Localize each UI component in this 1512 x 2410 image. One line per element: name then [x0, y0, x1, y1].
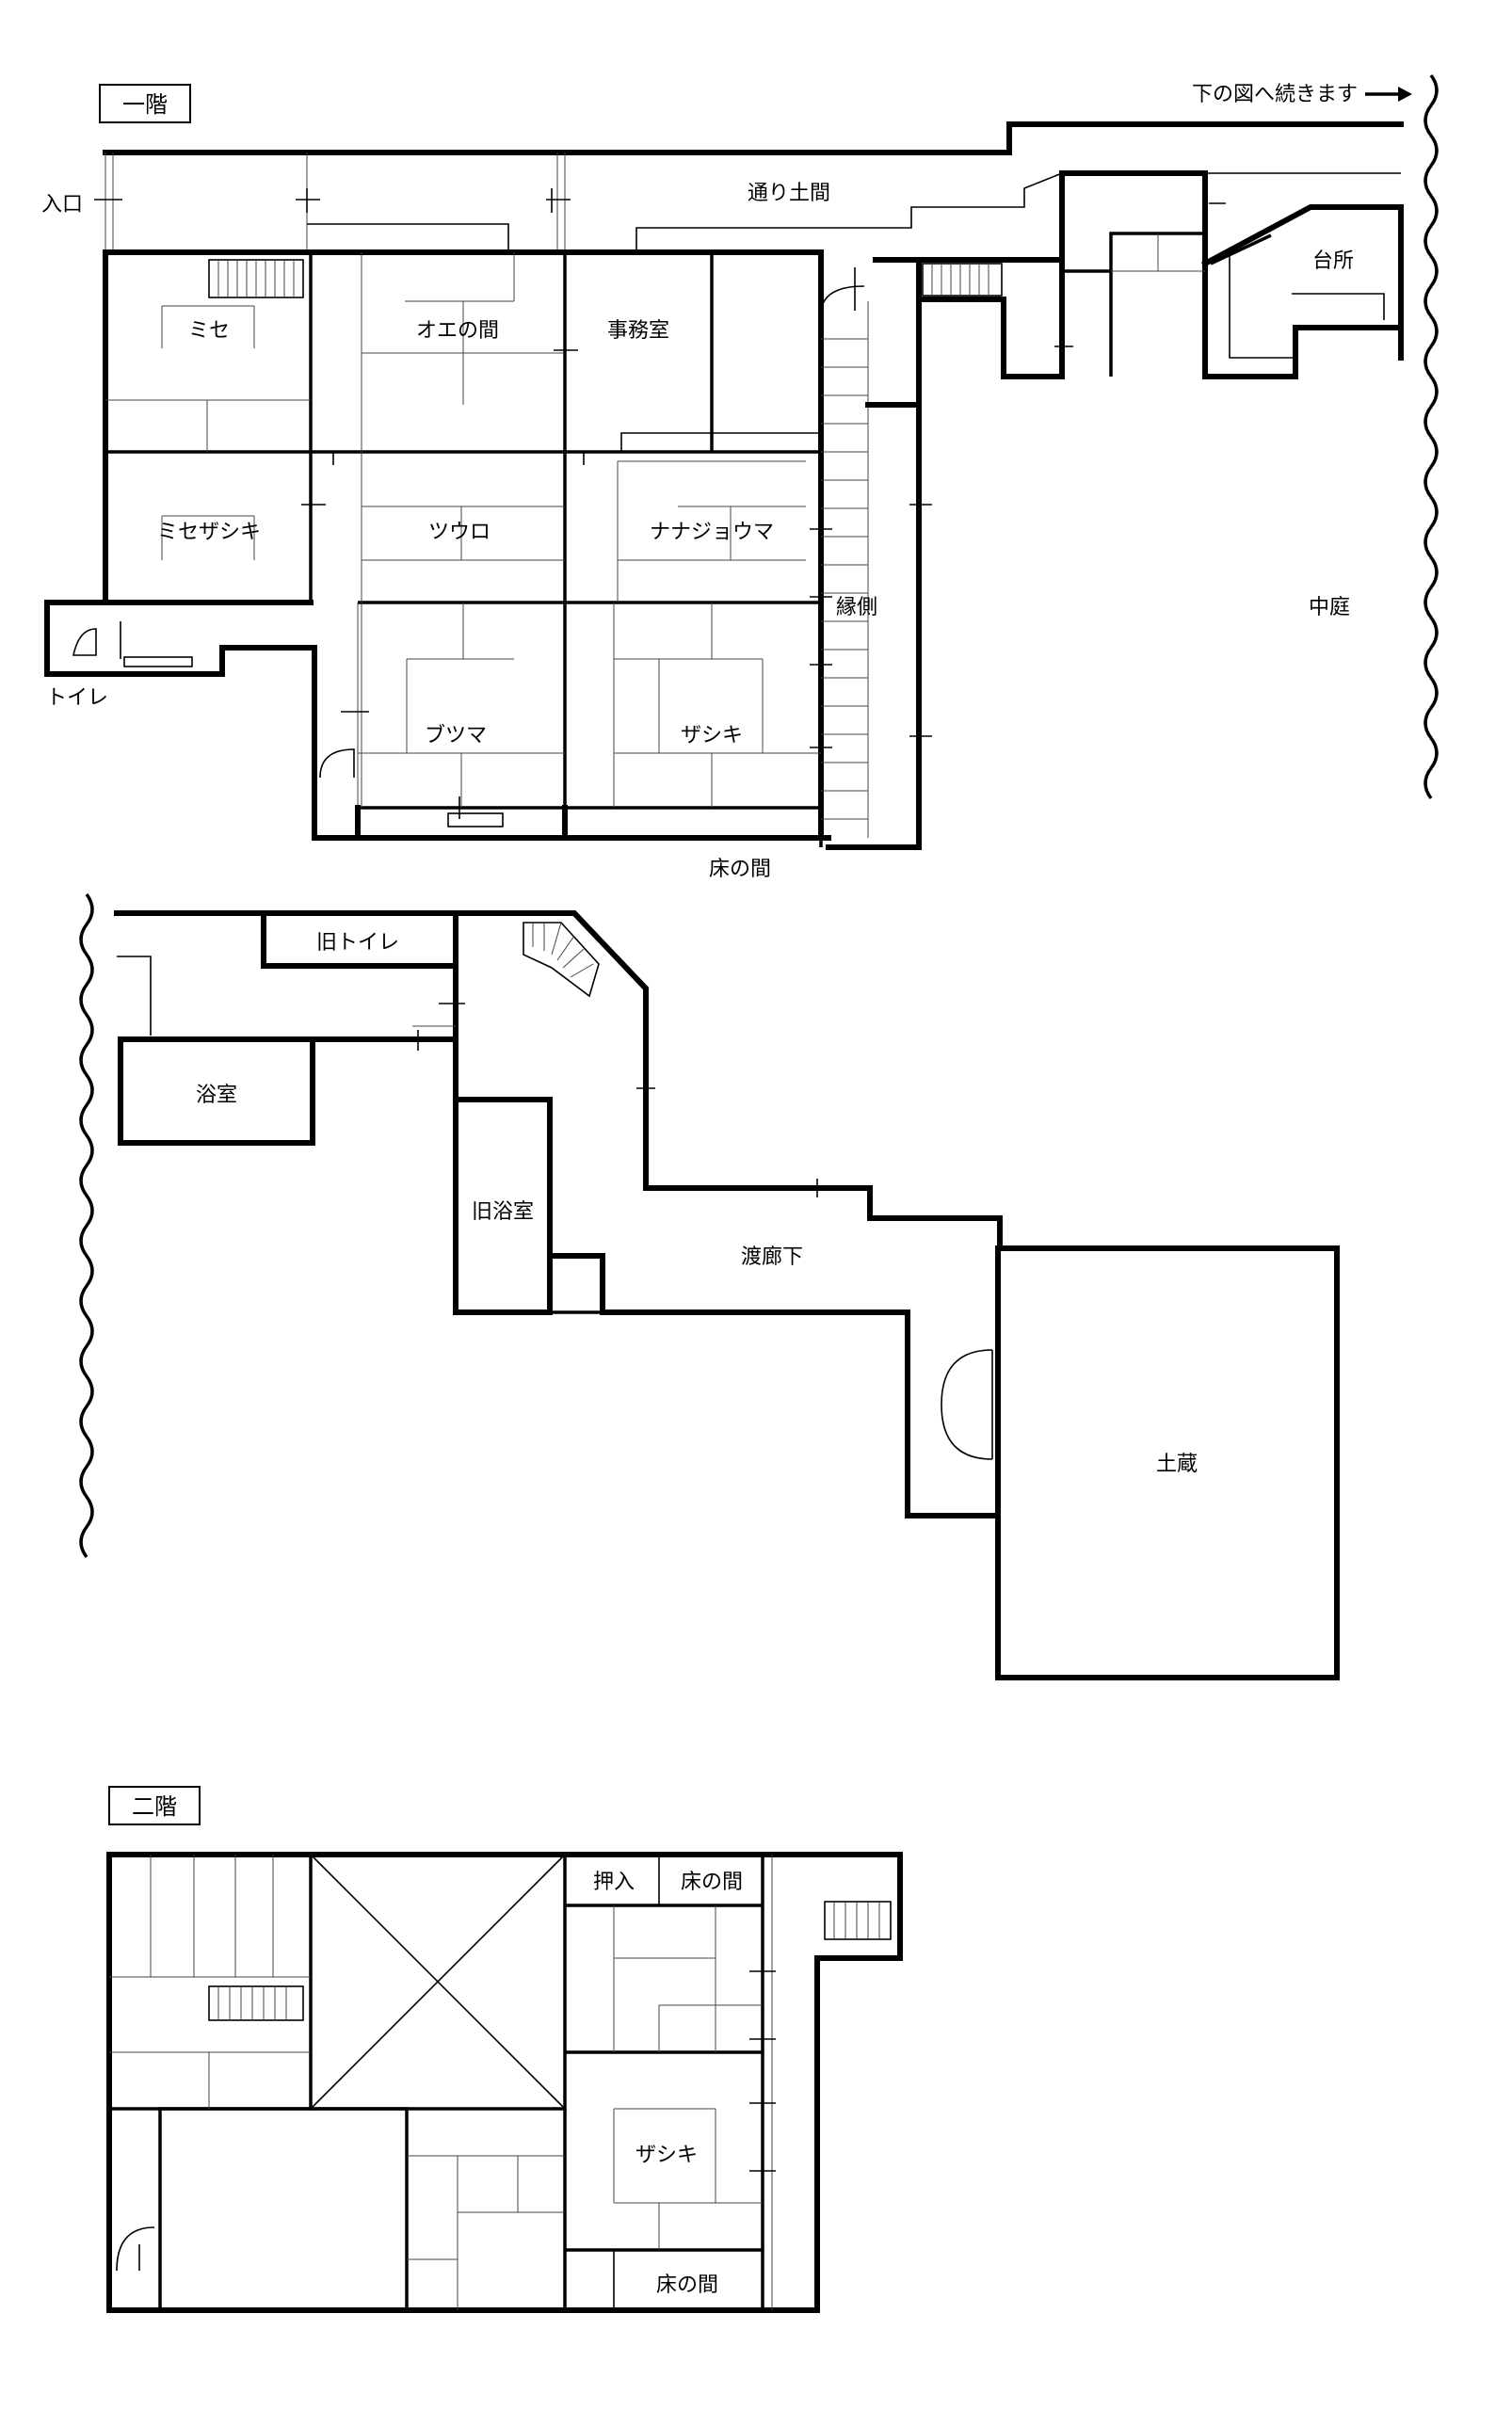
label-tsuuro: ツウロ [428, 521, 491, 544]
break-line-right [1424, 73, 1439, 800]
floor2-badge-frame [108, 1786, 201, 1825]
floor2-badge: 二階 [132, 1793, 177, 1820]
door-marks [94, 188, 1226, 819]
arrow-right-icon [1365, 87, 1412, 102]
engawa-boards [821, 338, 868, 820]
label-passage: 通り土間 [748, 182, 830, 205]
label-mise: ミセ [188, 319, 230, 343]
floor2-stairs-icon [208, 1985, 304, 2021]
floor1-plan: 一階 下の図へ続きます [41, 73, 1439, 881]
break-line-left [79, 892, 94, 1559]
continue-note: 下の図へ続きます [1192, 83, 1358, 106]
label-tokonoma: 床の間 [709, 858, 771, 881]
label-engawa: 縁側 [836, 596, 877, 619]
floor2-door-marks [749, 1970, 776, 2172]
annex-door-marks [412, 1003, 818, 1197]
label-tokonoma-top: 床の間 [681, 1871, 743, 1894]
label-nanajouma: ナナジョウマ [650, 521, 774, 544]
annex-plan: 旧トイレ 浴室 旧浴室 渡廊下 土蔵 [79, 892, 1340, 1680]
label-zashiki-2f: ザシキ [635, 2144, 698, 2167]
label-oe: オエの間 [416, 319, 499, 343]
spiral-stairs-icon [523, 922, 600, 998]
label-misezashiki: ミセザシキ [157, 521, 261, 544]
tatami-lines [105, 252, 821, 808]
floor1-badge: 一階 [122, 91, 168, 118]
label-bath: 浴室 [196, 1084, 237, 1107]
label-old-toilet: 旧トイレ [316, 931, 399, 955]
label-zashiki: ザシキ [681, 724, 743, 747]
label-old-bath: 旧浴室 [472, 1200, 534, 1224]
label-closet: 押入 [593, 1871, 635, 1894]
storehouse-door-icon [941, 1349, 993, 1460]
label-storehouse: 土蔵 [1156, 1453, 1198, 1476]
label-corridor: 渡廊下 [741, 1245, 803, 1269]
floor2-tatami-lines [109, 1855, 763, 2310]
label-tokonoma-bottom: 床の間 [656, 2273, 718, 2297]
toilet-fixture-icon [72, 628, 97, 656]
floor2-right-stairs-icon [824, 1901, 892, 1940]
stairs-icon [208, 259, 304, 298]
label-office: 事務室 [607, 319, 669, 343]
label-kitchen: 台所 [1312, 249, 1354, 273]
kitchen-stairs-icon [922, 263, 1003, 297]
label-courtyard: 中庭 [1309, 596, 1350, 619]
label-butsuma: ブツマ [425, 724, 487, 747]
floor1-badge-frame [99, 84, 191, 123]
label-entrance: 入口 [41, 193, 83, 217]
floor2-plan: 二階 [106, 1786, 903, 2313]
label-toilet: トイレ [46, 686, 108, 710]
